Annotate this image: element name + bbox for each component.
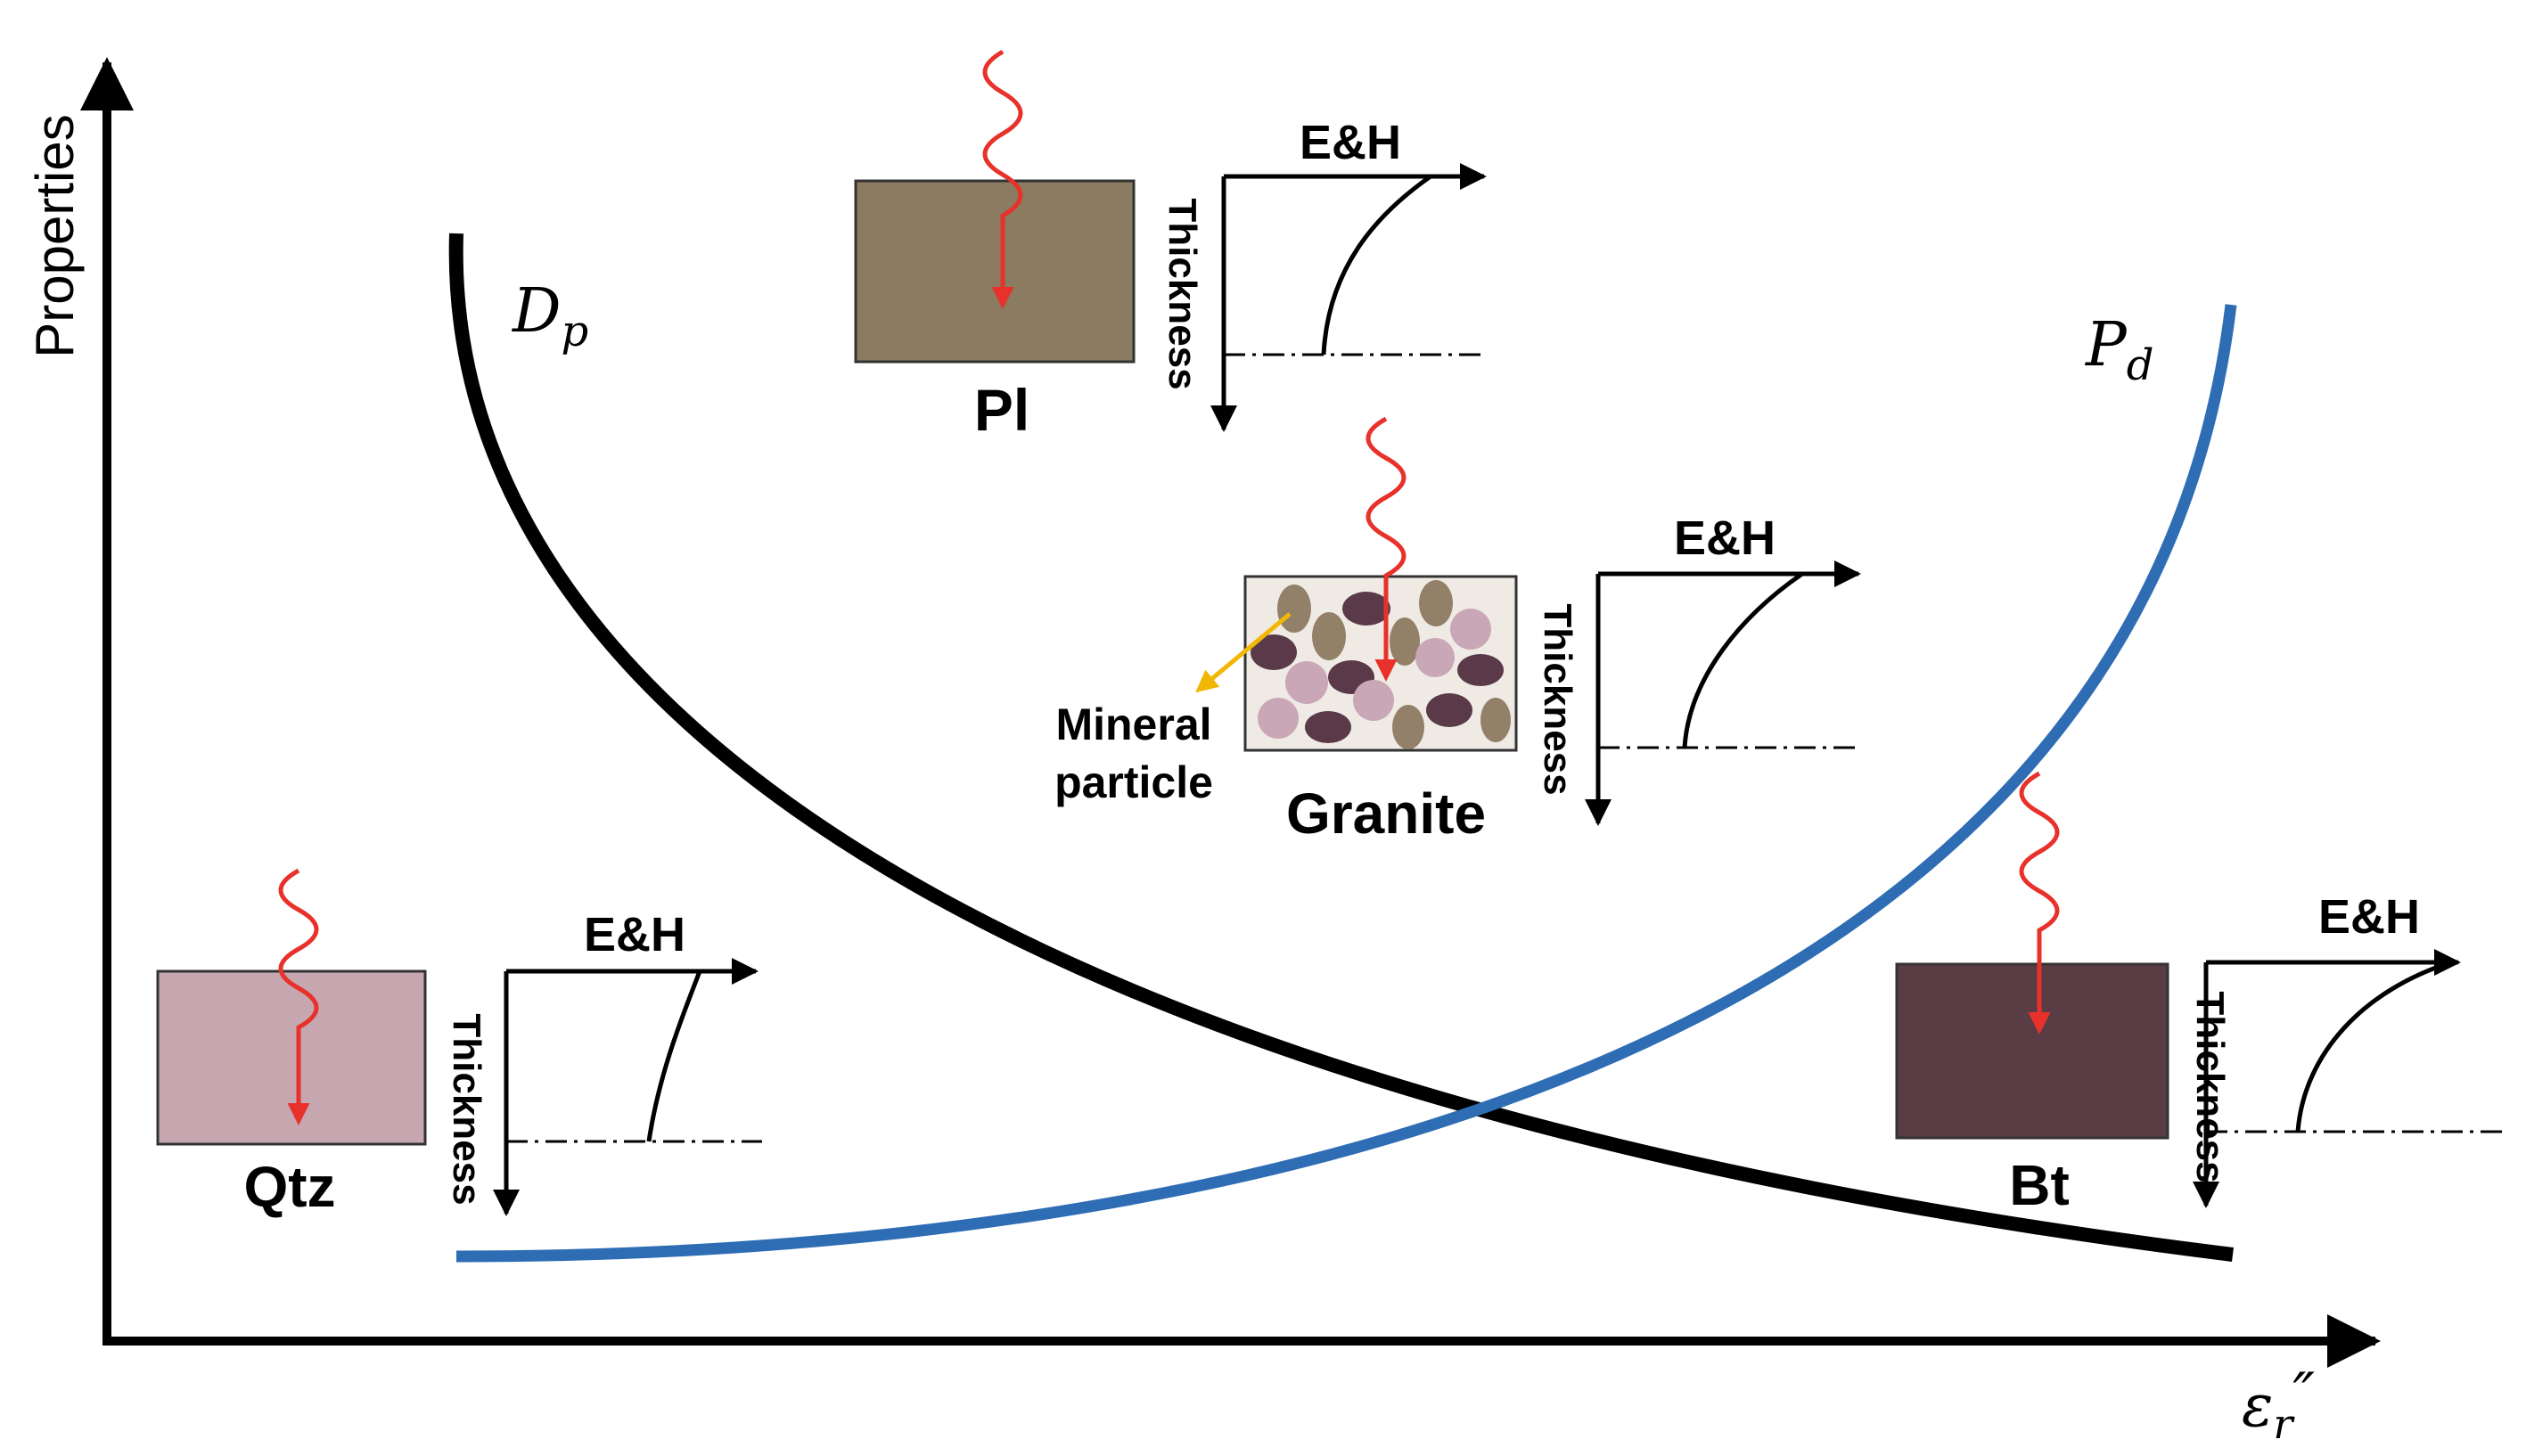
particle-dark: [1251, 634, 1297, 670]
bt-block: [1895, 962, 2169, 1140]
particle-dark: [1457, 654, 1504, 686]
qtz-profile-curve: [646, 970, 702, 1142]
qtz-label: Qtz: [243, 1155, 335, 1219]
qtz-block: [156, 969, 427, 1146]
granite-panel: Mineral particle Granite E&H Thickness: [1054, 416, 1861, 846]
particle-tan: [1480, 698, 1511, 742]
pl-panel: Pl E&H Thickness: [854, 49, 1487, 443]
particle-tan: [1277, 585, 1311, 633]
particle-dark: [1342, 592, 1390, 626]
pd-label-sub: d: [2127, 340, 2154, 390]
x-axis-label: εr″: [2242, 1361, 2315, 1448]
x-axis-label-sub: r: [2273, 1400, 2295, 1448]
granite-eh-label: E&H: [1674, 511, 1776, 565]
qtz-wave-icon: [278, 868, 319, 1125]
bt-wave-icon: [2019, 771, 2060, 1035]
qtz-panel: Qtz E&H Thickness: [156, 868, 762, 1219]
qtz-eh-label: E&H: [584, 908, 685, 961]
bt-profile-curve: [2295, 960, 2452, 1133]
qtz-thickness-label: Thickness: [445, 1013, 488, 1205]
granite-mineral-particles: [1251, 580, 1511, 749]
dp-curve: [448, 233, 2234, 1262]
particle-pink: [1285, 661, 1328, 704]
x-axis-label-prime: ″: [2292, 1361, 2315, 1429]
dp-label-sub: p: [562, 307, 589, 356]
particle-tan: [1312, 612, 1346, 660]
x-axis-label-base: ε: [2242, 1371, 2273, 1440]
particle-tan: [1392, 705, 1424, 749]
main-axes: Properties εr″: [25, 57, 2381, 1448]
pl-wave-icon: [982, 49, 1023, 309]
dp-curve-label: Dp: [511, 276, 588, 356]
bt-eh-label: E&H: [2318, 890, 2420, 944]
mineral-particle-callout-arrow: [1195, 612, 1292, 693]
granite-wave-icon: [1366, 416, 1407, 682]
granite-profile-curve: [1682, 571, 1804, 748]
pl-thickness-label: Thickness: [1160, 198, 1204, 389]
pd-label-base: P: [2084, 310, 2128, 380]
particle-tan: [1419, 580, 1453, 626]
particle-pink: [1353, 680, 1394, 721]
granite-label: Granite: [1286, 781, 1486, 846]
pl-block: [854, 179, 1136, 364]
y-axis-label: Properties: [25, 114, 85, 357]
dp-label-base: D: [511, 276, 562, 347]
pd-curve: [455, 304, 2237, 1263]
pl-profile-curve: [1321, 174, 1432, 356]
particle-tan: [1390, 618, 1420, 666]
particle-pink: [1415, 638, 1455, 677]
particle-dark: [1305, 711, 1351, 743]
bt-panel: Bt E&H Thickness: [1895, 771, 2506, 1217]
mineral-particle-label-line1: Mineral: [1055, 699, 1211, 749]
particle-pink: [1258, 698, 1299, 739]
bt-thickness-label: Thickness: [2188, 991, 2232, 1182]
granite-thickness-label: Thickness: [1536, 603, 1579, 795]
bt-label: Bt: [2009, 1153, 2070, 1217]
pl-eh-label: E&H: [1300, 116, 1401, 169]
pd-curve-label: Pd: [2084, 310, 2154, 390]
particle-dark: [1426, 693, 1472, 727]
particle-pink: [1450, 609, 1491, 650]
mineral-particle-label-line2: particle: [1054, 757, 1213, 807]
pl-label: Pl: [974, 377, 1029, 443]
